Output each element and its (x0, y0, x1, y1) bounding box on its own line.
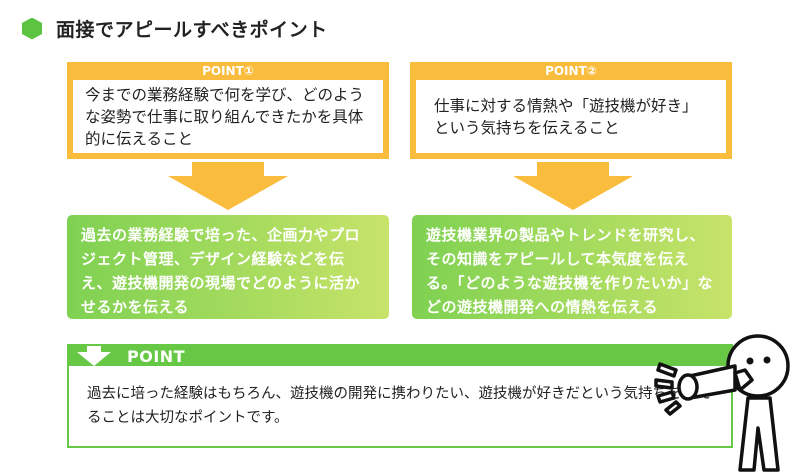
down-arrow-icon (168, 162, 288, 210)
megaphone-person-icon (654, 334, 790, 472)
summary-label: POINT (127, 347, 186, 366)
summary-header: POINT (69, 346, 731, 366)
summary-box: POINT 過去に培った経験はもちろん、遊技機の開発に携わりたい、遊技機が好きだ… (67, 344, 733, 448)
down-arrow-icon (513, 162, 633, 210)
hexagon-icon (22, 17, 42, 40)
point-2-box: POINT② 仕事に対する情熱や「遊技機が好き」という気持ちを伝えること (410, 62, 732, 159)
point-2-label: POINT② (545, 64, 597, 78)
down-arrow-icon (77, 346, 111, 368)
point-2-detail: 遊技機業界の製品やトレンドを研究し、その知識をアピールして本気度を伝える。「どの… (412, 215, 732, 319)
point-1-label: POINT① (202, 64, 254, 78)
point-2-text: 仕事に対する情熱や「遊技機が好き」という気持ちを伝えること (434, 96, 698, 137)
point-1-text: 今までの業務経験で何を学び、どのような姿勢で仕事に取り組んできたかを具体的に伝え… (85, 85, 365, 148)
point-1-box: POINT① 今までの業務経験で何を学び、どのような姿勢で仕事に取り組んできたか… (67, 62, 389, 159)
page-title: 面接でアピールすべきポイント (56, 19, 328, 41)
point-1-detail: 過去の業務経験で培った、企画力やプロジェクト管理、デザイン経験などを伝え、遊技機… (67, 215, 389, 319)
summary-text: 過去に培った経験はもちろん、遊技機の開発に携わりたい、遊技機が好きだという気持ち… (87, 386, 711, 426)
page-header: 面接でアピールすべきポイント (22, 15, 328, 42)
